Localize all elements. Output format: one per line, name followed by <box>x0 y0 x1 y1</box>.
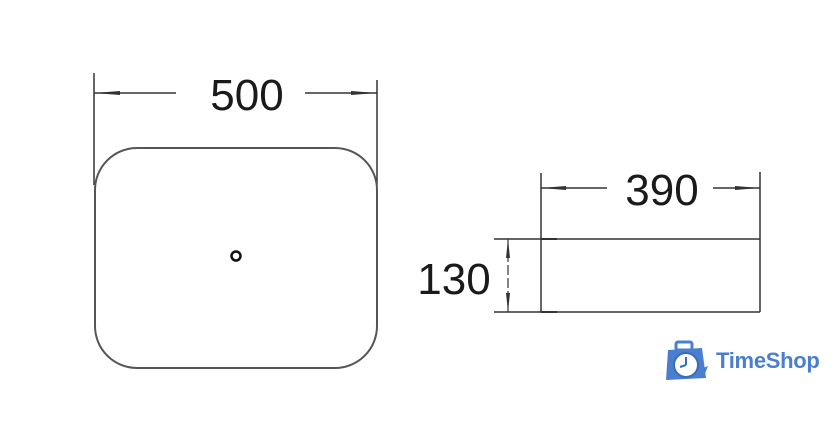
drain-hole <box>230 250 242 262</box>
timeshop-logo: TimeShop <box>664 340 820 382</box>
width-dimension-500: 500 <box>210 71 283 120</box>
basin-outline <box>94 147 378 369</box>
side-view <box>494 172 761 313</box>
height-dimension-130: 130 <box>417 255 490 304</box>
top-view <box>93 73 378 369</box>
clock-bag-icon <box>666 340 708 380</box>
brand-name: TimeShop <box>716 348 820 373</box>
width-dimension-390: 390 <box>625 166 698 215</box>
